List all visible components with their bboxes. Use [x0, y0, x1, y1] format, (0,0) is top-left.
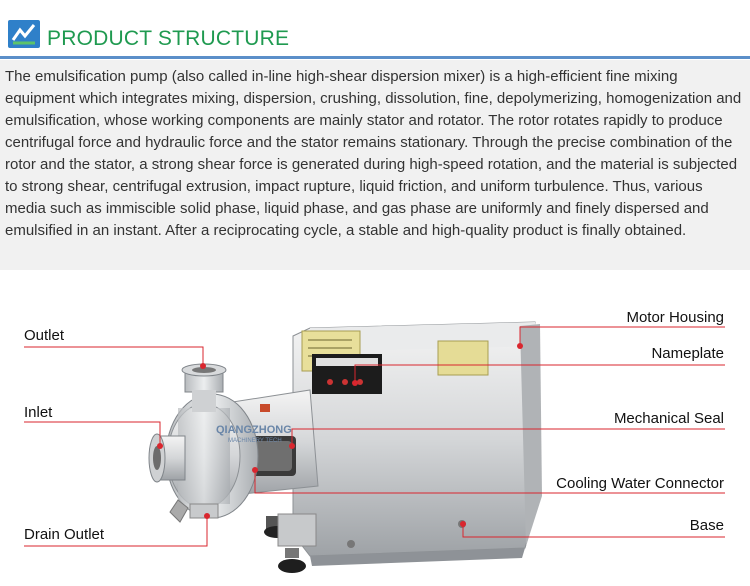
base-block [277, 513, 317, 547]
brand-submark: MACHINERY TECH [228, 438, 282, 444]
tech-box-logo-icon [8, 20, 40, 48]
intro-paragraph: The emulsification pump (also called in-… [5, 68, 742, 239]
leader-dots [157, 343, 523, 527]
dot-nameplate [352, 380, 358, 386]
label-mechanical-seal: Mechanical Seal [613, 410, 724, 427]
leader-seal [291, 428, 725, 444]
label-nameplate: Nameplate [651, 345, 724, 362]
brand-mark: QIANGZHONG [216, 424, 292, 436]
label-drain-outlet: Drain Outlet [24, 526, 105, 543]
dot-base [460, 521, 466, 527]
section-title: PRODUCT STRUCTURE [47, 27, 290, 50]
header-divider [0, 56, 750, 59]
dot-drain [204, 513, 210, 519]
dot-motor [517, 343, 523, 349]
label-base: Base [689, 517, 724, 534]
label-cooling-water-connector: Cooling Water Connector [556, 475, 724, 492]
leader-motor [519, 326, 725, 344]
dot-inlet [157, 443, 163, 449]
dot-outlet [200, 363, 206, 369]
leader-nameplate [354, 364, 725, 381]
leader-outlet [24, 346, 204, 364]
leader-base [462, 526, 725, 538]
pump-illustration: QIANGZHONG MACHINERY TECH [24, 321, 725, 573]
label-motor-housing: Motor Housing [626, 309, 724, 326]
product-diagram: QIANGZHONG MACHINERY TECH Outlet Inlet D… [0, 286, 750, 586]
label-inlet: Inlet [24, 404, 53, 421]
leader-cooling [254, 472, 725, 494]
motor-housing [292, 321, 542, 566]
leader-lines [24, 326, 725, 547]
dot-seal [289, 443, 295, 449]
label-outlet: Outlet [24, 327, 65, 344]
leader-drain [24, 518, 208, 547]
leader-inlet [24, 421, 161, 444]
section-header: PRODUCT STRUCTURE [0, 0, 750, 59]
dot-cooling [252, 467, 258, 473]
pump-head [148, 363, 259, 523]
intro-panel: The emulsification pump (also called in-… [0, 60, 750, 270]
